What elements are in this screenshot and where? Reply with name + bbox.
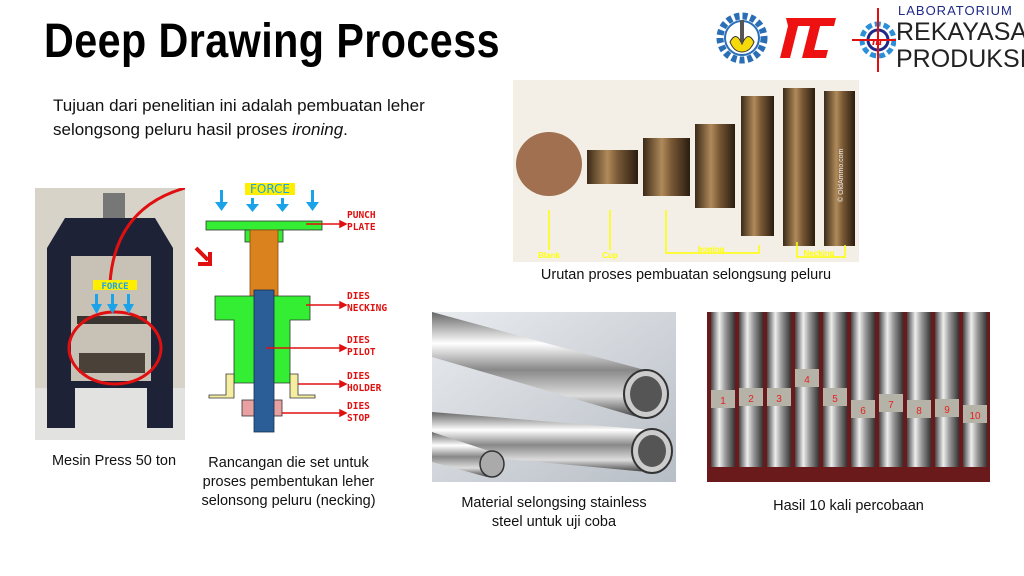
- tube-number-label: 6: [860, 406, 866, 417]
- intro-text-part: .: [343, 120, 348, 139]
- trial-tube: 9: [935, 312, 959, 467]
- intro-text-part: selongsong peluru hasil proses: [53, 120, 293, 139]
- lab-logo-line-3: PRODUKSI: [896, 45, 1024, 73]
- intro-text: Tujuan dari penelitian ini adalah pembua…: [53, 94, 425, 142]
- stage-label-cup: Cup: [602, 251, 618, 260]
- tube-number-label: 8: [916, 406, 922, 417]
- stainless-tube-photo: [432, 312, 676, 482]
- diagram-force-label: FORCE: [250, 182, 290, 196]
- press-force-label: FORCE: [101, 282, 128, 292]
- force-arrows: [91, 294, 134, 314]
- lab-rekayasa-produksi-logo: m LABORATORIUM REKAYASA PRODUKSI: [852, 3, 1024, 74]
- press-caption: Mesin Press 50 ton: [51, 453, 177, 469]
- tube-number-label: 2: [748, 394, 754, 405]
- trial-tube: 4: [795, 312, 819, 467]
- tube-number-label: 7: [888, 400, 894, 411]
- lab-logo-line-1: LABORATORIUM: [898, 3, 1013, 18]
- trial-tube: 1: [711, 312, 735, 467]
- trial-tube: 3: [767, 312, 791, 467]
- trial-tube: 5: [823, 312, 847, 467]
- trial-results-photo: 1 2 3 4 5 6 7 8 9 10: [707, 312, 990, 482]
- tube-number-label: 3: [776, 394, 782, 405]
- tube-number-label: 4: [804, 375, 810, 386]
- stage-label-ironing: Ironing: [697, 245, 724, 254]
- cartridge-sequence-photo: Blank Cup Ironing Necking © OldAmmo.com: [513, 80, 859, 262]
- tube-number-label: 1: [720, 396, 726, 407]
- stage-label-blank: Blank: [538, 251, 560, 260]
- material-caption: Material selongsing stainless steel untu…: [432, 494, 676, 532]
- press-machine-photo: FORCE: [35, 188, 185, 440]
- stage-label-necking: Necking: [803, 249, 834, 258]
- caption-line: proses pembentukan leher: [202, 474, 375, 490]
- caption-line: steel untuk uji coba: [491, 514, 617, 530]
- trial-tube: 8: [907, 312, 931, 467]
- watermark: © OldAmmo.com: [837, 148, 845, 202]
- caption-line: Rancangan die set untuk: [208, 455, 369, 471]
- page-title: Deep Drawing Process: [44, 15, 500, 68]
- caption-line: Material selongsing stainless: [461, 495, 647, 511]
- trial-tube: 10: [963, 312, 987, 467]
- tube-number-label: 5: [832, 394, 838, 405]
- tm-logo: [778, 14, 840, 60]
- tube-number-label: 9: [944, 405, 950, 416]
- sequence-caption: Urutan proses pembuatan selongsung pelur…: [540, 267, 832, 283]
- tube-number-label: 10: [969, 411, 981, 422]
- lab-emblem-text: m: [872, 33, 882, 48]
- intro-line-2: selongsong peluru hasil proses ironing.: [53, 118, 425, 142]
- trial-tube: 2: [739, 312, 763, 467]
- intro-line-1: Tujuan dari penelitian ini adalah pembua…: [53, 96, 425, 115]
- lab-logo-line-2: REKAYASA: [896, 18, 1024, 46]
- diagram-caption: Rancangan die set untuk proses pembentuk…: [186, 454, 391, 511]
- trial-tube: 7: [879, 312, 903, 467]
- caption-line: selonsong peluru (necking): [201, 493, 376, 509]
- trial-tube: 6: [851, 312, 875, 467]
- trials-caption: Hasil 10 kali percobaan: [773, 498, 924, 514]
- its-logo: [716, 12, 768, 64]
- force-arrows: [215, 190, 319, 212]
- intro-italic-term: ironing: [292, 120, 344, 139]
